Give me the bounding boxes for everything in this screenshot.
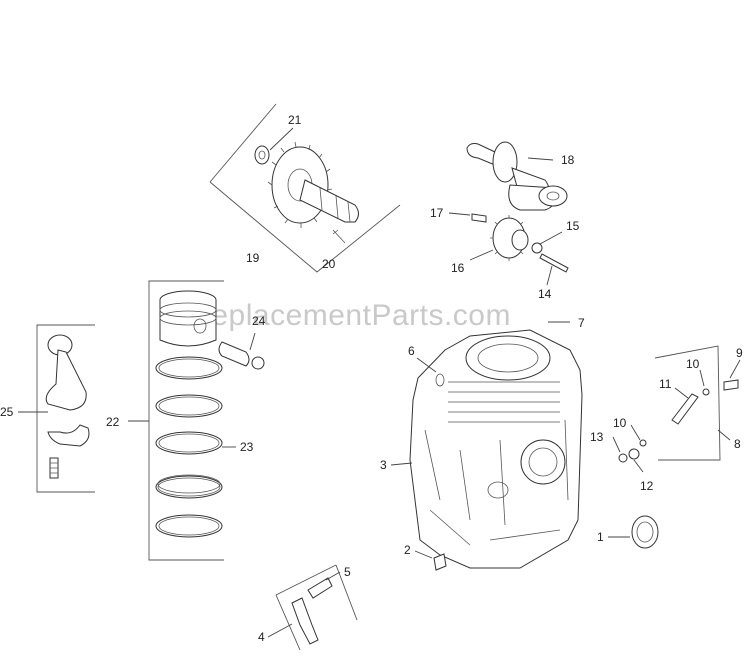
drain-plug-part: [433, 553, 447, 571]
callout-10-lower: 10: [613, 416, 627, 430]
callout-25: 25: [0, 405, 14, 419]
callout-6: 6: [408, 344, 415, 358]
callout-15: 15: [566, 219, 580, 233]
callout-8: 8: [734, 437, 741, 451]
callout-16: 16: [451, 261, 465, 275]
callout-20: 20: [322, 257, 336, 271]
callout-22: 22: [106, 415, 120, 429]
callout-14: 14: [538, 287, 552, 301]
piston-group: [148, 280, 265, 561]
crankcase-group: [409, 329, 583, 569]
callout-10-upper: 10: [686, 357, 700, 371]
callout-23: 23: [240, 440, 254, 454]
connecting-rod-group: [36, 324, 95, 493]
callout-24: 24: [252, 314, 266, 328]
breather-group: [618, 345, 739, 463]
camshaft-group: [209, 103, 401, 273]
callout-2: 2: [404, 543, 411, 557]
callout-19: 19: [246, 251, 260, 265]
crankshaft-group: [466, 141, 568, 211]
callout-11: 11: [659, 377, 672, 391]
callout-21: 21: [288, 113, 302, 127]
balance-gear-group: [471, 213, 569, 273]
callout-17: 17: [430, 206, 444, 220]
callout-18: 18: [561, 153, 575, 167]
callout-12: 12: [640, 479, 654, 493]
callout-7: 7: [578, 316, 585, 330]
callout-3: 3: [380, 458, 387, 472]
callout-13: 13: [590, 430, 604, 444]
oil-seal-part: [631, 515, 659, 549]
callout-4: 4: [258, 630, 265, 644]
callout-5: 5: [344, 565, 351, 579]
callout-1: 1: [597, 530, 604, 544]
oil-sensor-group: [275, 564, 358, 651]
leader-lines: [18, 127, 741, 638]
callout-9: 9: [736, 346, 743, 360]
watermark-text: eReplacementParts.com: [172, 299, 511, 332]
